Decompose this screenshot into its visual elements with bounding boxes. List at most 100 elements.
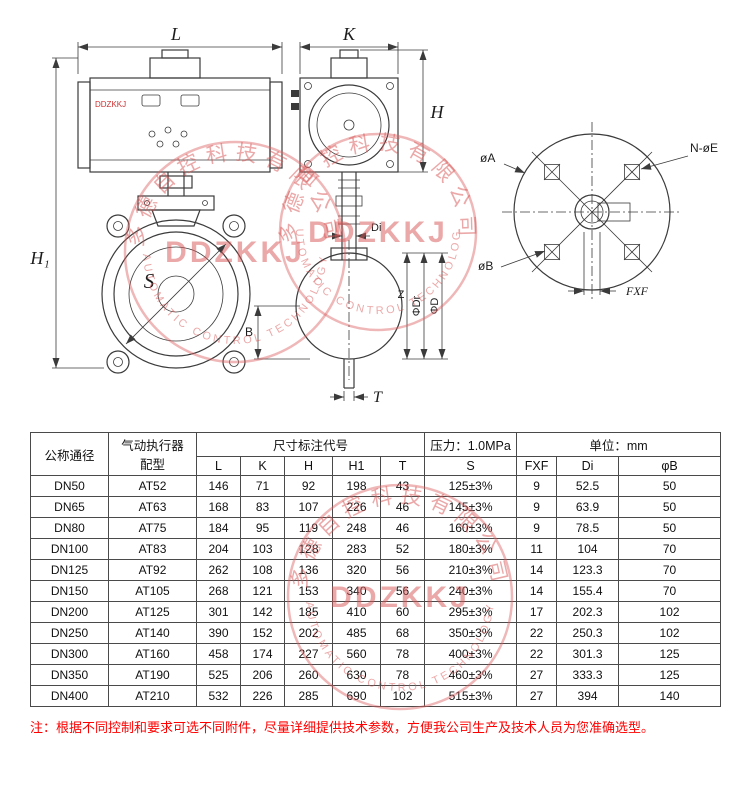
table-cell: 121 — [240, 580, 285, 602]
table-cell: 71 — [240, 475, 285, 497]
table-cell: 9 — [516, 475, 558, 497]
table-cell: 136 — [284, 559, 333, 581]
table-cell: 301.3 — [556, 643, 620, 665]
dim-phiA-label: øA — [480, 151, 495, 165]
subheader-K: K — [240, 456, 285, 476]
table-cell: DN400 — [30, 685, 109, 707]
table-cell: 410 — [332, 601, 381, 623]
table-cell: AT63 — [108, 496, 197, 518]
table-cell: 532 — [196, 685, 241, 707]
table-cell: 56 — [379, 559, 426, 581]
table-cell: 14 — [516, 559, 558, 581]
table-cell: 226 — [240, 685, 285, 707]
table-cell: 185 — [284, 601, 333, 623]
table-cell: 180±3% — [424, 538, 518, 560]
front-view: L DDZKKJ — [29, 24, 283, 374]
table-cell: 560 — [332, 643, 381, 665]
table-cell: DN100 — [30, 538, 109, 560]
table-cell: 202.3 — [556, 601, 620, 623]
table-cell: 56 — [379, 580, 426, 602]
stem-front — [137, 172, 215, 227]
header-actuator-line1: 气动执行器 — [121, 439, 184, 453]
table-cell: 390 — [196, 622, 241, 644]
table-cell: 9 — [516, 517, 558, 539]
table-cell: AT125 — [108, 601, 197, 623]
key-slot — [597, 202, 631, 222]
table-cell: 160±3% — [424, 517, 518, 539]
table-cell: 50 — [618, 496, 722, 518]
table-cell: DN200 — [30, 601, 109, 623]
actuator-front: DDZKKJ — [77, 49, 283, 173]
table-cell: 250.3 — [556, 622, 620, 644]
table-cell: 525 — [196, 664, 241, 686]
spec-table-head: 公称通径 气动执行器 配型 尺寸标注代号 压力：1.0MPa 单位：mm L K… — [30, 432, 722, 476]
table-cell: DN80 — [30, 517, 109, 539]
table-cell: 140 — [618, 685, 722, 707]
table-cell: 102 — [379, 685, 426, 707]
table-cell: 22 — [516, 643, 558, 665]
header-actuator: 气动执行器 配型 — [108, 432, 197, 476]
table-cell: 227 — [284, 643, 333, 665]
table-cell: 152 — [240, 622, 285, 644]
table-cell: 125 — [618, 643, 722, 665]
subheader-Di: Di — [556, 456, 620, 476]
table-cell: 95 — [240, 517, 285, 539]
spec-table: 公称通径 气动执行器 配型 尺寸标注代号 压力：1.0MPa 单位：mm L K… — [30, 432, 722, 707]
table-cell: 17 — [516, 601, 558, 623]
table-cell: 458 — [196, 643, 241, 665]
table-cell: 70 — [618, 559, 722, 581]
table-cell: 119 — [284, 517, 333, 539]
table-cell: AT83 — [108, 538, 197, 560]
table-cell: 260 — [284, 664, 333, 686]
table-cell: 295±3% — [424, 601, 518, 623]
dim-FXF-label: FXF — [625, 284, 649, 298]
subheader-L: L — [196, 456, 241, 476]
table-cell: AT210 — [108, 685, 197, 707]
table-cell: 320 — [332, 559, 381, 581]
table-cell: 146 — [196, 475, 241, 497]
header-unit: 单位：mm — [516, 432, 722, 457]
table-cell: 22 — [516, 622, 558, 644]
table-cell: AT190 — [108, 664, 197, 686]
table-cell: 460±3% — [424, 664, 518, 686]
table-cell: 268 — [196, 580, 241, 602]
table-cell: 83 — [240, 496, 285, 518]
table-cell: AT92 — [108, 559, 197, 581]
dim-phiB-label: øB — [478, 259, 493, 273]
table-cell: 27 — [516, 664, 558, 686]
table-cell: 690 — [332, 685, 381, 707]
table-cell: 46 — [379, 517, 426, 539]
dim-PhiD-label: ΦD — [429, 298, 441, 315]
dim-L-label: L — [170, 24, 181, 44]
table-cell: AT160 — [108, 643, 197, 665]
table-cell: 50 — [618, 517, 722, 539]
table-cell: 174 — [240, 643, 285, 665]
table-cell: DN350 — [30, 664, 109, 686]
table-cell: 46 — [379, 496, 426, 518]
table-cell: AT52 — [108, 475, 197, 497]
table-cell: DN65 — [30, 496, 109, 518]
table-cell: 102 — [618, 601, 722, 623]
table-cell: 78 — [379, 664, 426, 686]
table-cell: DN150 — [30, 580, 109, 602]
dim-S-label: S — [144, 269, 155, 293]
table-cell: 43 — [379, 475, 426, 497]
table-cell: 128 — [284, 538, 333, 560]
dim-B-label: B — [245, 325, 253, 339]
dim-H-label: H — [430, 102, 445, 122]
table-cell: DN125 — [30, 559, 109, 581]
table-cell: 142 — [240, 601, 285, 623]
table-cell: 184 — [196, 517, 241, 539]
flange-view: øA N-øE øB FXF — [478, 122, 718, 302]
table-cell: AT140 — [108, 622, 197, 644]
table-cell: 226 — [332, 496, 381, 518]
table-cell: 283 — [332, 538, 381, 560]
table-cell: 248 — [332, 517, 381, 539]
